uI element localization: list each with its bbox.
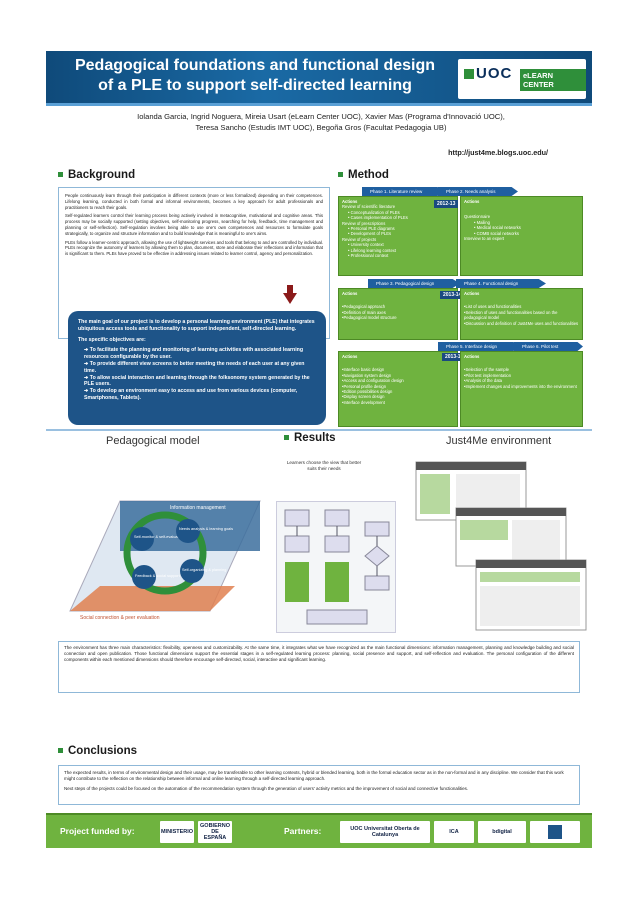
authors: Iolanda Garcia, Ingrid Noguera, Mireia U… (137, 112, 505, 132)
partner-logo: ICA (434, 821, 474, 843)
poster: Pedagogical foundations and functional d… (46, 51, 592, 848)
phase-1-bar: Phase 1. Literature review (362, 187, 444, 196)
phase-4-box: Actions •List of uses and functionalitie… (460, 288, 583, 340)
header-banner: Pedagogical foundations and functional d… (46, 51, 592, 106)
year-badge: 2012-13 (434, 200, 459, 208)
method-diagram: Phase 1. Literature review Phase 2. Need… (338, 187, 583, 427)
background-heading: Background (58, 169, 135, 181)
funded-label: Project funded by: (60, 826, 135, 836)
year-badge: 2013-14 (440, 291, 465, 299)
environment-description: The environment has three main character… (58, 641, 580, 693)
uoc-logo: UOC eLEARN CENTER (458, 59, 586, 99)
objective-item: ➔ To develop an environment easy to acce… (84, 388, 298, 401)
conclusions-heading: Conclusions (58, 745, 137, 757)
phase-2-box: Actions Questionnaire • Mailing • Medica… (460, 196, 583, 276)
environment-title: Just4Me environment (446, 435, 552, 447)
flowchart-graphic (284, 509, 390, 625)
model-label-social: Social connection & peer evaluation (80, 615, 160, 621)
footer: Project funded by: MINISTERIO GOBIERNO D… (46, 813, 592, 848)
phase-5-bar: Phase 5. Interface design (438, 342, 520, 351)
funder-logo: GOBIERNO DE ESPAÑA (198, 821, 232, 843)
flow-diagram (276, 501, 396, 633)
uoc-logo-text: UOC (476, 65, 513, 82)
partners-label: Partners: (284, 826, 322, 836)
phase-5-box: Actions •Interface basic design •Navigat… (338, 351, 458, 427)
model-label-needs: Needs analysis & learning goals (179, 527, 233, 531)
pedagogical-model-diagram: Information management Social connection… (69, 500, 261, 621)
elearn-logo-text: eLEARN CENTER (520, 69, 586, 91)
conclusions-box: The expected results, in terms of enviro… (58, 765, 580, 805)
results-heading: Results (284, 432, 336, 444)
phase-4-bar: Phase 4. Functional design (456, 279, 546, 288)
phase-3-bar: Phase 3. Pedagogical design (368, 279, 460, 288)
project-url[interactable]: http://just4me.blogs.uoc.edu/ (448, 148, 548, 157)
partner-logo: bdigital (478, 821, 526, 843)
down-arrow-icon (287, 285, 293, 293)
phase-3-box: Actions •Pedagogical approach •Definitio… (338, 288, 458, 340)
model-label-organizing: Self-organizing & planning (182, 568, 226, 572)
goal-box: The main goal of our project is to devel… (68, 311, 326, 425)
objective-item: ➔ To allow social interaction and learni… (84, 374, 310, 388)
environment-screenshots (415, 461, 587, 631)
down-arrow-head-icon (283, 293, 297, 304)
phase-6-box: Actions •Selection of the sample •Pilot … (460, 351, 583, 427)
model-label-feedback: Feedback & social support (135, 574, 181, 578)
year-badge: 2013-14 (442, 353, 467, 361)
objectives-list: ➔ To facilitate the planning and monitor… (78, 347, 316, 401)
objective-item: ➔ To provide different view screens to b… (84, 360, 305, 374)
method-heading: Method (338, 169, 389, 181)
objective-item: ➔ To facilitate the planning and monitor… (84, 347, 303, 361)
phase-1-box: Actions Review of scientific literature … (338, 196, 458, 276)
divider (46, 429, 592, 431)
poster-title: Pedagogical foundations and functional d… (60, 56, 450, 96)
learners-note: Learners choose the view that better sui… (286, 460, 362, 471)
phase-2-bar: Phase 2. Needs analysis (438, 187, 518, 196)
partner-logo (530, 821, 580, 843)
model-label-monitor: Self-monitor & self-evaluate (134, 535, 181, 539)
pedagogical-model-title: Pedagogical model (106, 435, 200, 447)
partner-logo: UOC Universitat Oberta de Catalunya (340, 821, 430, 843)
model-label-info: Information management (170, 505, 226, 511)
title-line-2: of a PLE to support self-directed learni… (98, 77, 412, 94)
title-line-1: Pedagogical foundations and functional d… (74, 57, 435, 74)
phase-6-bar: Phase 6. Pilot test (514, 342, 583, 351)
funder-logo: MINISTERIO (160, 821, 194, 843)
